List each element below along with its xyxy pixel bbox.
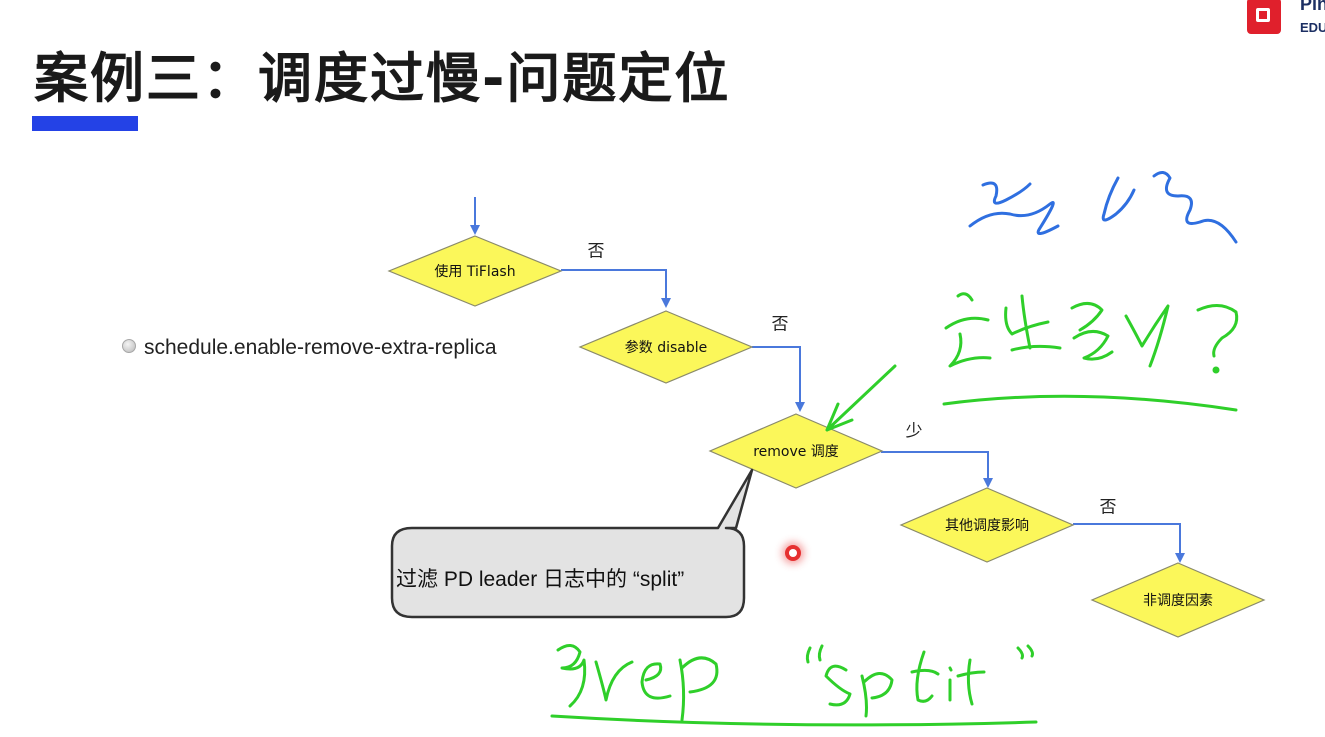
green-handwriting-grep	[550, 644, 1038, 727]
record-indicator-icon	[785, 545, 801, 561]
edge-label-4: 否	[1099, 497, 1117, 518]
bullet-icon	[122, 339, 136, 354]
node-label-remove-schedule: remove 调度	[753, 444, 839, 460]
node-diamond-param-disable	[578, 310, 754, 384]
logo-mark-icon	[1247, 0, 1281, 34]
blue-handwriting	[968, 171, 1238, 244]
edge-arrow-3	[881, 451, 993, 488]
logo-text-line1: Pin	[1300, 0, 1325, 14]
callout-bubble	[390, 468, 754, 619]
green-handwriting-question	[825, 292, 1239, 432]
slide-title: 案例三：调度过慢-问题定位	[34, 47, 731, 110]
edge-label-1: 否	[587, 241, 605, 262]
edge-label-3: 少	[905, 421, 923, 442]
node-diamond-use-tiflash	[387, 235, 563, 307]
edge-arrow-4	[1073, 523, 1185, 563]
edge-arrow-2	[752, 346, 805, 412]
edge-arrow-1	[561, 269, 671, 308]
node-label-non-schedule: 非调度因素	[1143, 593, 1213, 609]
logo-text-line2: EDU	[1300, 20, 1325, 35]
callout-text: 过滤 PD leader 日志中的 “split”	[396, 568, 685, 591]
node-label-other-schedule: 其他调度影响	[945, 518, 1029, 534]
param-text: schedule.enable-remove-extra-replica	[144, 336, 497, 359]
node-label-param-disable: 参数 disable	[624, 340, 708, 356]
node-label-use-tiflash: 使用 TiFlash	[434, 264, 516, 280]
title-accent-bar	[32, 116, 138, 131]
logo: Pin EDU	[1244, 0, 1325, 40]
edge-label-2: 否	[771, 314, 789, 335]
param-list-item: schedule.enable-remove-extra-replica	[122, 336, 497, 360]
node-diamond-other-schedule	[899, 487, 1075, 563]
node-diamond-non-schedule	[1090, 562, 1266, 638]
